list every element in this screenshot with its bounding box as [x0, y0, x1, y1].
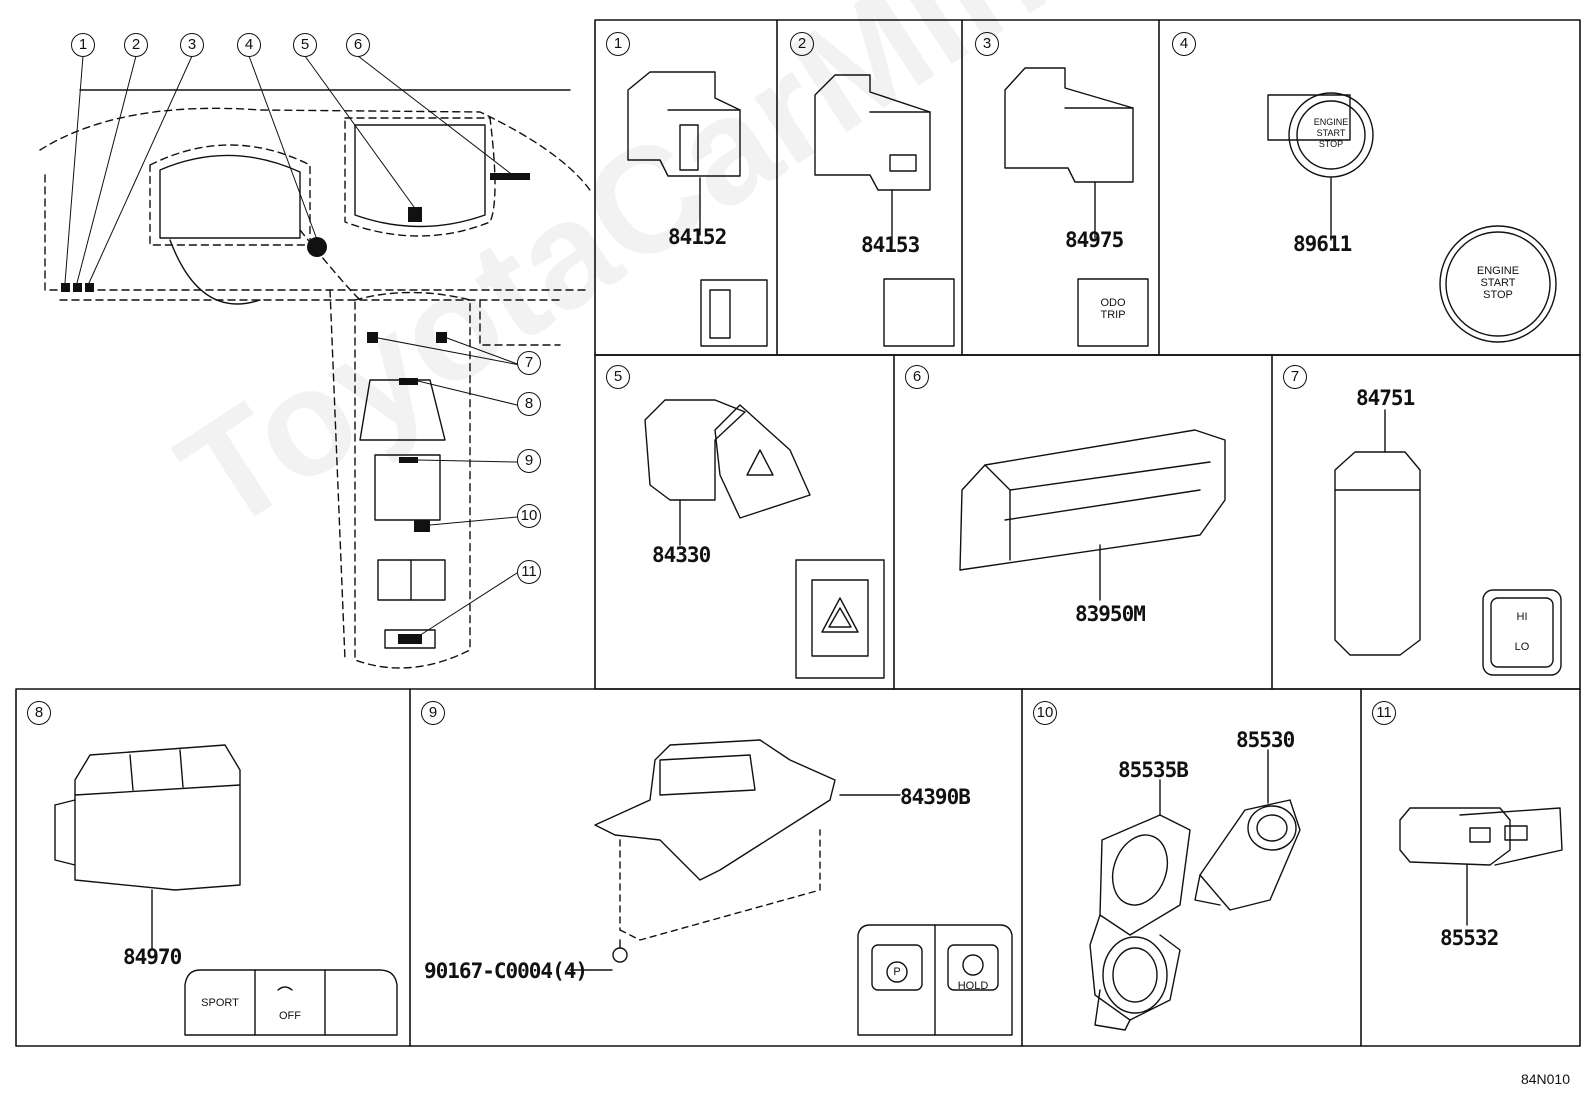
- overview-callout-9: 9: [517, 449, 541, 473]
- overview-callout-7: 7: [517, 351, 541, 375]
- panel-4-number: 4: [1172, 32, 1196, 56]
- part-number-85535B: 85535B: [1118, 758, 1189, 782]
- hazard-switch-84330-drawing: [644, 399, 885, 679]
- part-number-84390B: 84390B: [900, 785, 971, 809]
- heater-hi-caption: HI: [1516, 611, 1528, 623]
- dashboard-solid-lines: [79, 89, 571, 649]
- diagram-code: 84N010: [1520, 1071, 1570, 1087]
- odo-trip-caption: ODO TRIP: [1100, 297, 1126, 321]
- part-number-85532: 85532: [1440, 926, 1499, 950]
- panel-10-number: 10: [1033, 701, 1057, 725]
- screw-part-number: 90167-C0004(4): [424, 959, 588, 983]
- power-outlet-85535B-85530-drawing: [1089, 749, 1301, 1031]
- panel-11-number: 11: [1372, 701, 1396, 725]
- panel-1-number: 1: [606, 32, 630, 56]
- brake-hold-caption: HOLD: [957, 980, 989, 992]
- part-number-84153: 84153: [861, 233, 920, 257]
- panel-3-number: 3: [975, 32, 999, 56]
- start-button-89611-drawing: [1267, 92, 1557, 343]
- switch-84153-drawing: [814, 74, 955, 347]
- overview-callout-8: 8: [517, 392, 541, 416]
- overview-callout-2: 2: [124, 33, 148, 57]
- panel-7-number: 7: [1283, 365, 1307, 389]
- part-number-83950M: 83950M: [1075, 602, 1146, 626]
- panel-9-number: 9: [421, 701, 445, 725]
- overview-callout-4: 4: [237, 33, 261, 57]
- heater-switch-84751-drawing: [1334, 409, 1562, 676]
- part-number-84152: 84152: [668, 225, 727, 249]
- engine-start-stop-caption: ENGINE START STOP: [1313, 117, 1349, 149]
- panel-5-number: 5: [606, 365, 630, 389]
- panel-6-number: 6: [905, 365, 929, 389]
- dashboard-switch-markers: [61, 173, 530, 644]
- overview-callout-5: 5: [293, 33, 317, 57]
- traction-off-caption: OFF: [279, 1010, 301, 1022]
- parking-p-caption: P: [893, 966, 901, 978]
- switch-panel-83950M-drawing: [959, 429, 1226, 601]
- panel-grid: [15, 19, 1581, 1047]
- dashboard-overview: [39, 107, 591, 669]
- sport-switch-84970-drawing: [54, 744, 398, 1036]
- overview-leader-lines: [64, 55, 521, 635]
- overview-callout-1: 1: [71, 33, 95, 57]
- part-number-84970: 84970: [123, 945, 182, 969]
- overview-callout-3: 3: [180, 33, 204, 57]
- switch-84152-drawing: [627, 71, 768, 347]
- part-number-85530: 85530: [1236, 728, 1295, 752]
- part-number-84751: 84751: [1356, 386, 1415, 410]
- overview-callout-10: 10: [517, 504, 541, 528]
- part-number-84975: 84975: [1065, 228, 1124, 252]
- panel-8-number: 8: [27, 701, 51, 725]
- engine-start-stop-caption-large: ENGINE START STOP: [1476, 265, 1520, 301]
- usb-port-85532-drawing: [1399, 807, 1563, 926]
- part-number-89611: 89611: [1293, 232, 1352, 256]
- parking-brake-switch-84390B-drawing: [569, 739, 1013, 1036]
- overview-callout-11: 11: [517, 560, 541, 584]
- panel-2-number: 2: [790, 32, 814, 56]
- part-number-84330: 84330: [652, 543, 711, 567]
- sport-caption: SPORT: [201, 997, 239, 1009]
- switch-84975-drawing: [1004, 67, 1149, 347]
- heater-lo-caption: LO: [1514, 641, 1530, 653]
- overview-callout-6: 6: [346, 33, 370, 57]
